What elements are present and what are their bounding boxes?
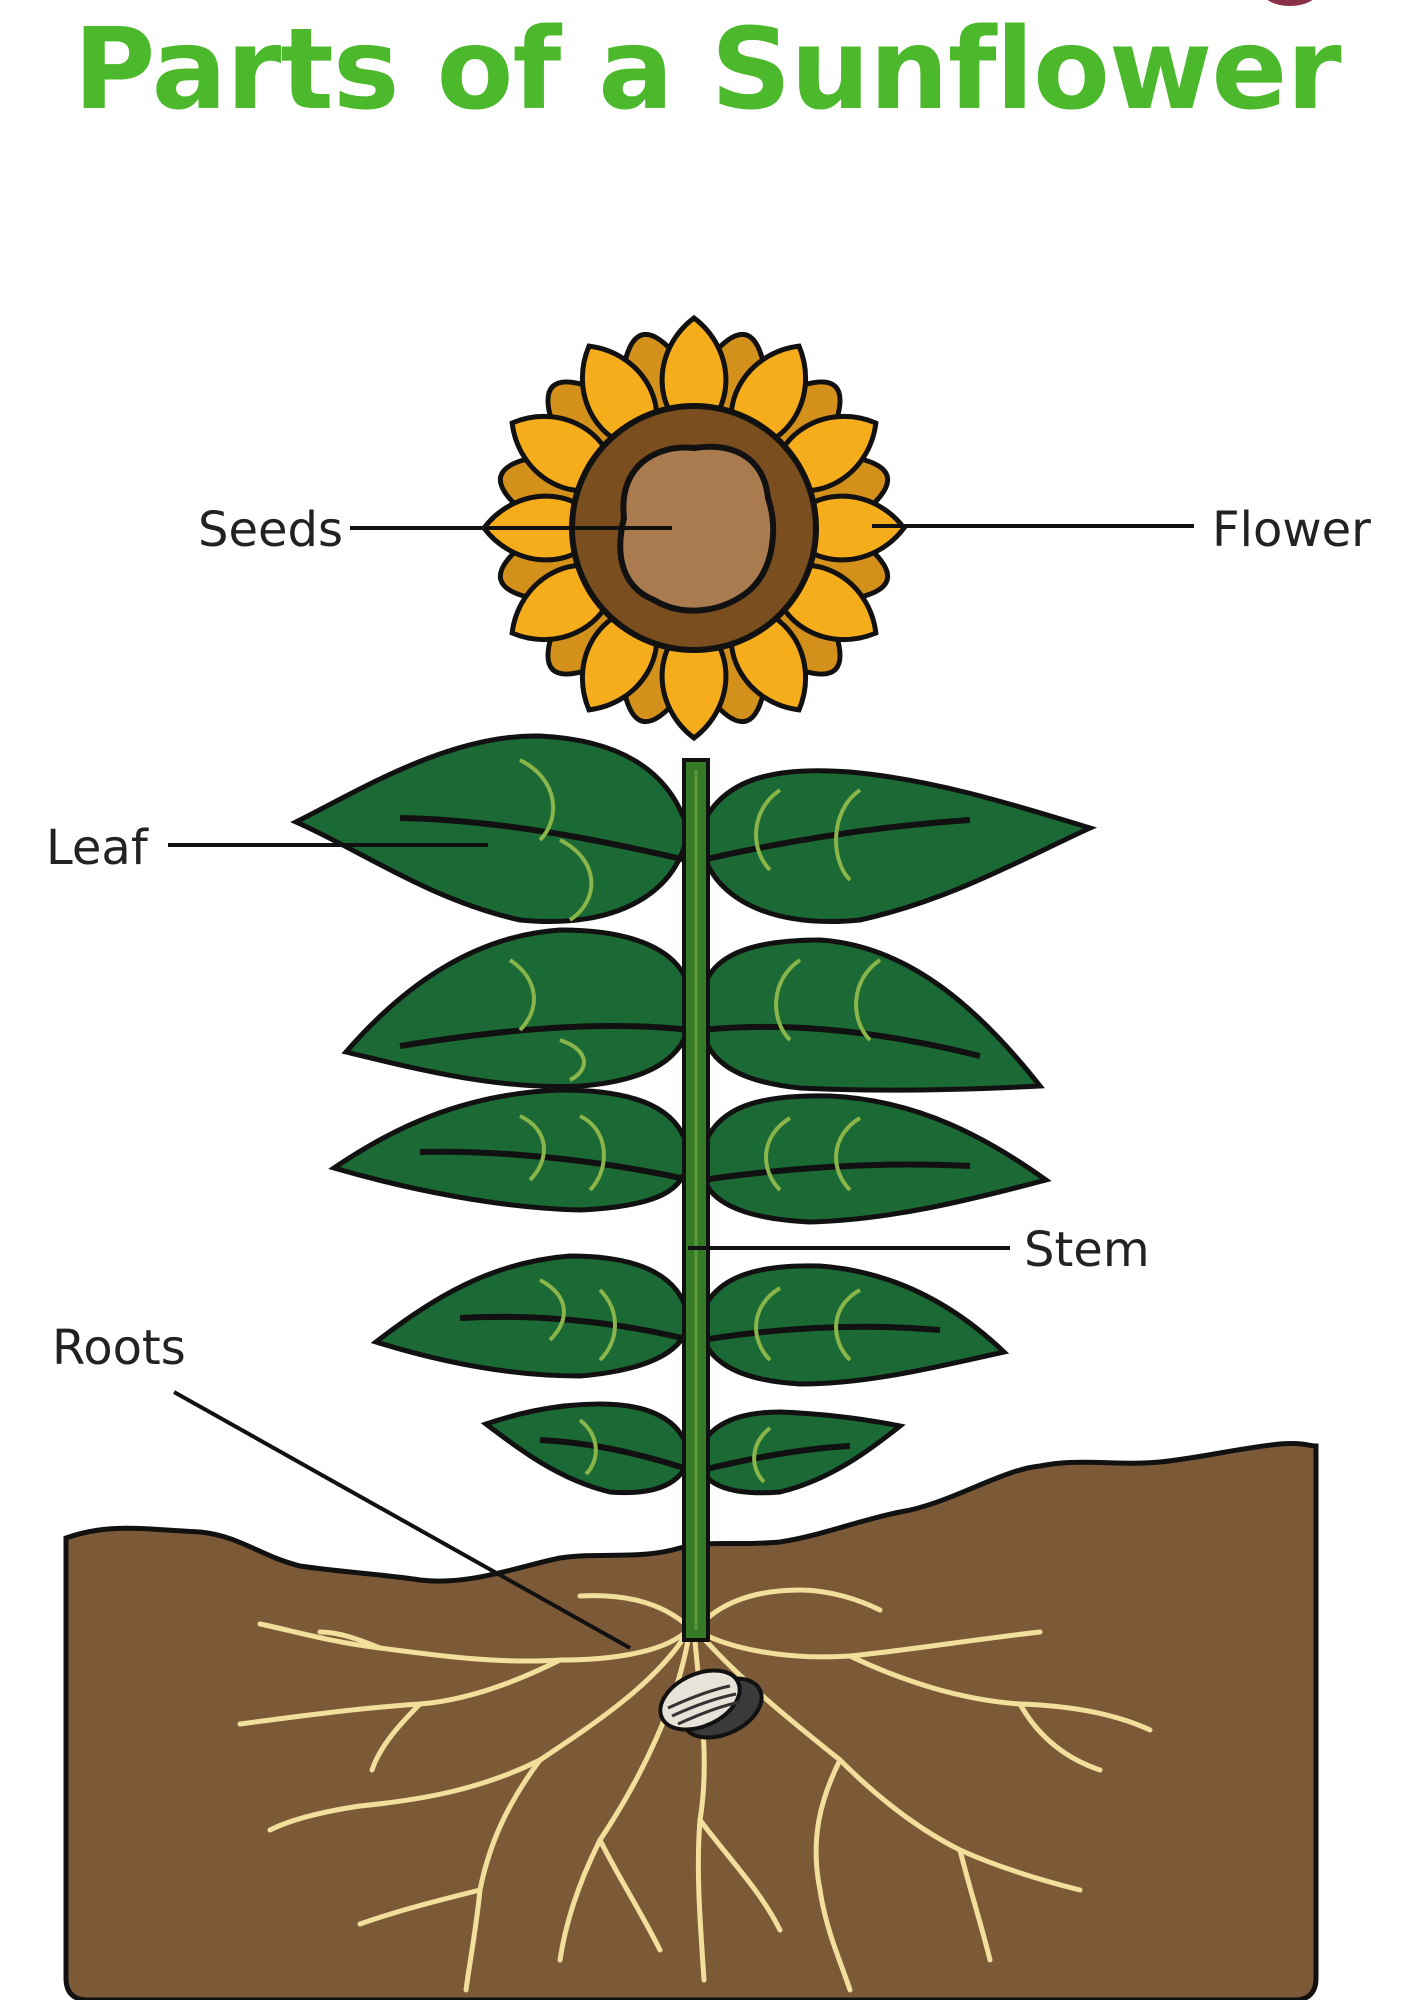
leaf-left-3 bbox=[328, 1087, 691, 1213]
leaf-left-2 bbox=[341, 927, 694, 1089]
leaf-right-1 bbox=[697, 768, 1098, 924]
flower-center-inner bbox=[617, 443, 777, 614]
leaf-left-5 bbox=[480, 1401, 691, 1496]
roots-label: Roots bbox=[52, 1320, 186, 1376]
leaf-label: Leaf bbox=[46, 820, 149, 876]
roots-leader-line bbox=[173, 1390, 631, 1650]
labels: Seeds Flower Leaf Stem Roots bbox=[46, 502, 1371, 1376]
leader-lines bbox=[168, 524, 1194, 1650]
seeds-label: Seeds bbox=[198, 502, 343, 558]
flower-label: Flower bbox=[1212, 502, 1371, 558]
sunflower-head bbox=[480, 314, 908, 742]
leaf-right-5 bbox=[697, 1409, 906, 1496]
leaf-right-3 bbox=[697, 1093, 1052, 1225]
leaves bbox=[290, 733, 1098, 1496]
sunflower-seed bbox=[658, 1668, 764, 1740]
leaf-left-1 bbox=[290, 733, 691, 924]
page-title: Parts of a Sunflower bbox=[73, 5, 1341, 135]
leaf-left-4 bbox=[370, 1253, 691, 1379]
roots bbox=[237, 1587, 1153, 1993]
leaf-right-2 bbox=[697, 937, 1045, 1093]
corner-decoration bbox=[1262, 0, 1318, 6]
stem-label: Stem bbox=[1024, 1222, 1150, 1278]
leaf-right-4 bbox=[697, 1263, 1010, 1387]
